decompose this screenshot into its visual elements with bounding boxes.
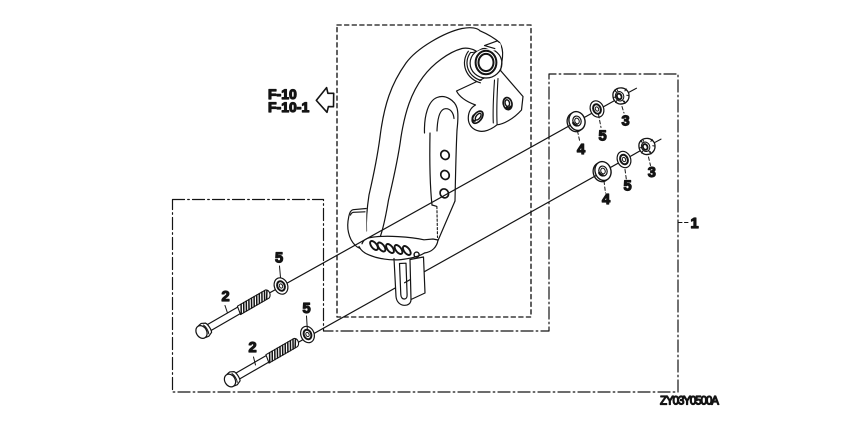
- svg-text:5: 5: [275, 251, 283, 267]
- svg-text:5: 5: [598, 129, 606, 145]
- svg-text:4: 4: [577, 142, 586, 158]
- svg-text:3: 3: [648, 165, 656, 181]
- svg-text:ZY03Y0500A: ZY03Y0500A: [660, 396, 719, 408]
- svg-text:5: 5: [302, 301, 310, 317]
- svg-text:2: 2: [222, 289, 230, 305]
- svg-text:5: 5: [623, 179, 631, 195]
- svg-text:4: 4: [602, 192, 611, 208]
- svg-text:F-10-1: F-10-1: [268, 99, 309, 115]
- svg-text:F-10: F-10: [268, 86, 297, 102]
- svg-text:2: 2: [248, 340, 256, 356]
- svg-text:3: 3: [621, 114, 629, 130]
- svg-text:1: 1: [690, 216, 698, 232]
